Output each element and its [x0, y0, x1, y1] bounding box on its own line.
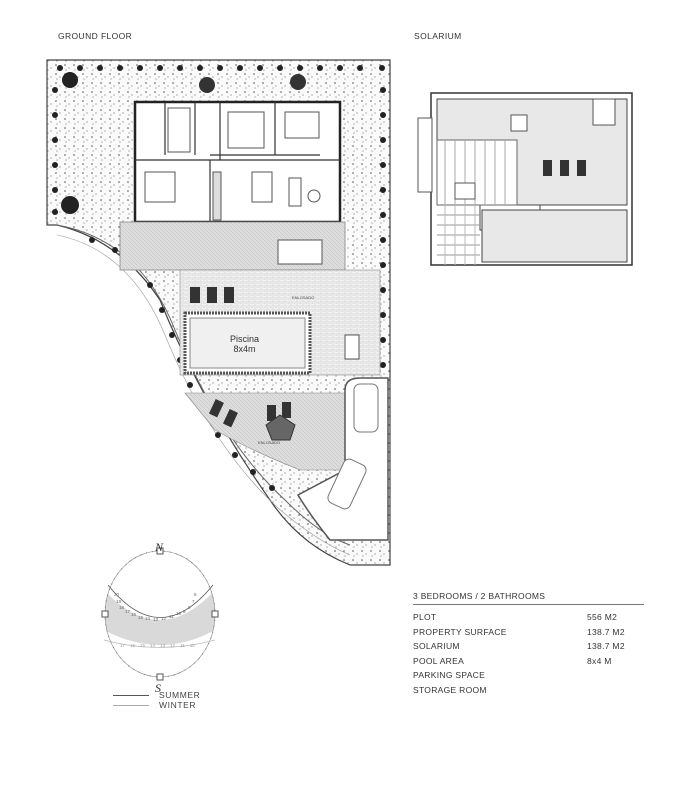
hour: 18 — [119, 605, 125, 610]
hour: 11 — [180, 643, 185, 648]
solarium-title: SOLARIUM — [414, 31, 462, 41]
pool-label: Piscina 8x4m — [230, 334, 259, 354]
ground-floor-title: GROUND FLOOR — [58, 31, 133, 41]
hour: 20 — [114, 592, 120, 597]
hour: 17 — [125, 609, 131, 614]
spec-value: 556 M2 — [587, 612, 618, 623]
ground-floor-plan — [46, 59, 391, 566]
summer-hours: 20 19 18 17 16 15 14 13 12 11 10 9 8 7 6 — [114, 592, 214, 632]
spec-label: POOL AREA — [413, 655, 465, 666]
hour: 14 — [145, 616, 151, 621]
pool-name: Piscina — [230, 334, 260, 344]
spec-value: 138.7 M2 — [587, 641, 625, 652]
hour: 19 — [116, 599, 122, 604]
spec-row: PARKING SPACE — [413, 668, 644, 683]
paving-label: ENLOSADO — [292, 295, 315, 300]
spec-value: 138.7 M2 — [587, 626, 625, 637]
sun-path-diagram — [101, 547, 219, 681]
hour: 14 — [150, 643, 156, 648]
hour: 13 — [153, 617, 159, 622]
hour: 6 — [194, 592, 197, 597]
paving-label-lower: ENLOSADO — [258, 440, 281, 445]
spec-label: SOLARIUM — [413, 641, 460, 652]
spec-label: STORAGE ROOM — [413, 684, 487, 695]
spec-row: STORAGE ROOM — [413, 683, 644, 698]
legend-summer: SUMMER — [113, 690, 200, 700]
legend-winter-label: WINTER — [159, 700, 197, 710]
specs-heading: 3 BEDROOMS / 2 BATHROOMS — [413, 591, 644, 605]
compass-south: S — [155, 681, 161, 695]
spec-row: PROPERTY SURFACE 138.7 M2 — [413, 625, 644, 640]
spec-row: POOL AREA 8x4 M — [413, 654, 644, 669]
specs-table: 3 BEDROOMS / 2 BATHROOMS PLOT 556 M2 PROP… — [413, 591, 644, 697]
legend-winter: WINTER — [113, 700, 200, 710]
hour: 12 — [170, 643, 176, 648]
sun-path-legend: SUMMER WINTER — [113, 690, 200, 710]
legend-summer-label: SUMMER — [159, 690, 201, 700]
spec-row: SOLARIUM 138.7 M2 — [413, 639, 644, 654]
hour: 10 — [189, 643, 195, 648]
hour: 16 — [131, 612, 137, 617]
hour: 11 — [169, 614, 174, 619]
compass-north: N — [155, 540, 164, 554]
hour: 15 — [138, 615, 144, 620]
hour: 17 — [120, 643, 126, 648]
winter-hours: 17 16 15 14 13 12 11 10 — [120, 643, 195, 648]
spec-label: PARKING SPACE — [413, 670, 486, 681]
hour: 16 — [130, 643, 136, 648]
hour: 9 — [183, 609, 186, 614]
hour: 10 — [176, 611, 182, 616]
hour: 8 — [188, 605, 191, 610]
solarium-plan — [417, 92, 633, 266]
house — [133, 100, 342, 224]
winter-line — [113, 704, 149, 706]
hour: 7 — [192, 599, 195, 604]
spec-value: 8x4 M — [587, 655, 612, 666]
spec-label: PLOT — [413, 612, 437, 623]
spec-row: PLOT 556 M2 — [413, 610, 644, 625]
hour: 12 — [161, 616, 167, 621]
summer-line — [113, 694, 149, 696]
spec-label: PROPERTY SURFACE — [413, 626, 507, 637]
pool-size: 8x4m — [233, 344, 256, 354]
hour: 13 — [160, 643, 166, 648]
hour: 15 — [140, 643, 146, 648]
